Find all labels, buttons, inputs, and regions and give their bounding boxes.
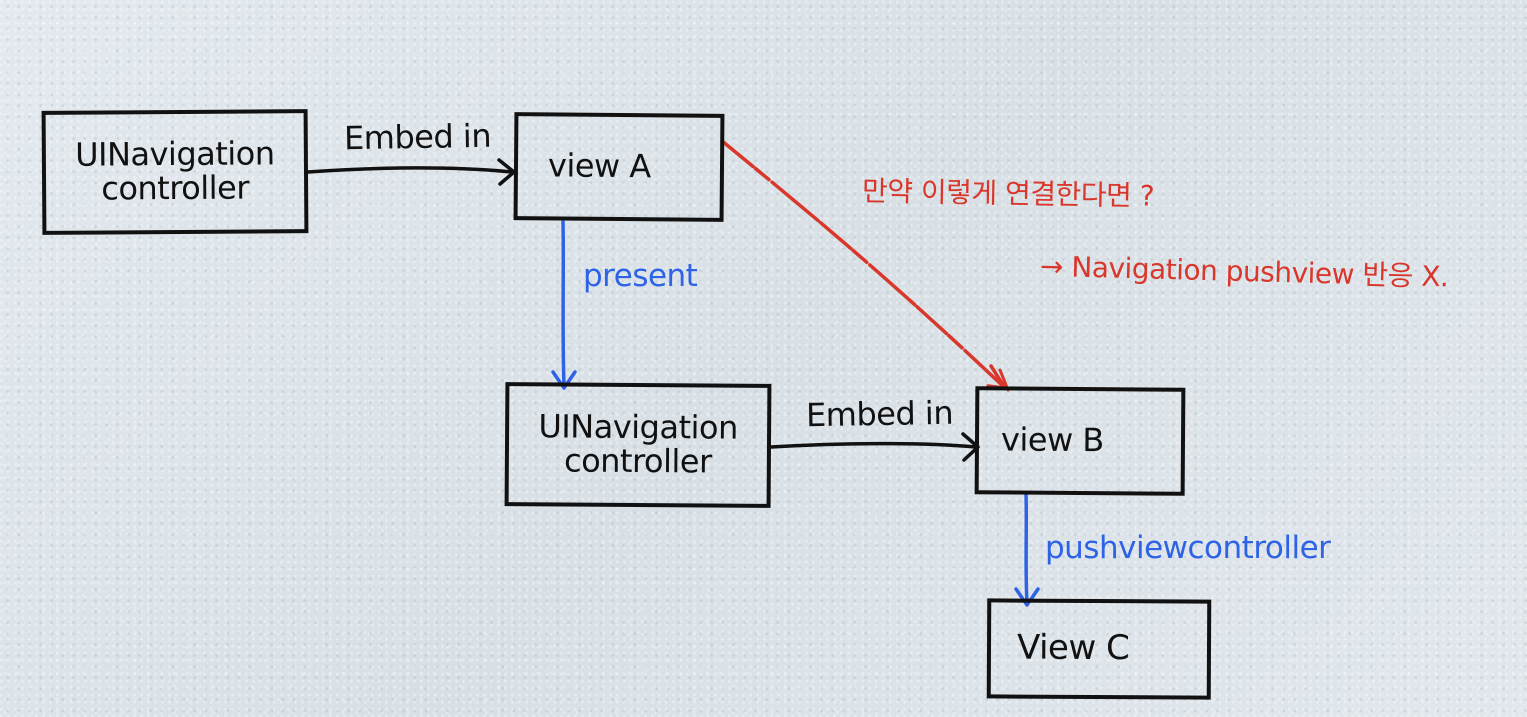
arrowhead-embed-in-1 — [497, 158, 516, 186]
node-nav-controller-1: UINavigation controller — [41, 109, 309, 235]
edge-label-embed-in-1: Embed in — [343, 116, 492, 158]
node-nav-controller-2-label: UINavigation controller — [538, 407, 738, 481]
arrow-embed-in-2 — [769, 441, 978, 449]
arrow-embed-in-1 — [306, 166, 514, 174]
arrowhead-direct-connection — [986, 364, 1007, 390]
edge-label-push-view-controller: pushviewcontroller — [1045, 530, 1331, 566]
arrow-present — [561, 220, 566, 387]
arrowhead-push-view-controller — [1014, 587, 1040, 607]
node-view-c: View C — [986, 598, 1212, 700]
node-view-a-label: view A — [547, 146, 651, 186]
node-nav-controller-2: UINavigation controller — [504, 382, 772, 508]
arrowhead-present — [551, 370, 577, 390]
arrow-direct-connection — [720, 139, 1006, 389]
node-view-a: view A — [513, 112, 725, 222]
arrowhead-direct-connection-extra — [998, 368, 1010, 392]
edge-label-present: present — [583, 258, 698, 294]
node-view-c-label: View C — [1016, 627, 1130, 669]
arrow-push-view-controller — [1024, 491, 1029, 604]
node-nav-controller-1-label: UINavigation controller — [75, 134, 275, 208]
arrowhead-embed-in-2 — [961, 432, 980, 462]
node-view-b-label: view B — [1000, 420, 1104, 460]
annotation-question: 만약 이렇게 연결한다면 ? — [861, 174, 1155, 213]
edge-label-embed-in-2: Embed in — [805, 393, 954, 435]
node-view-b: view B — [974, 386, 1186, 496]
